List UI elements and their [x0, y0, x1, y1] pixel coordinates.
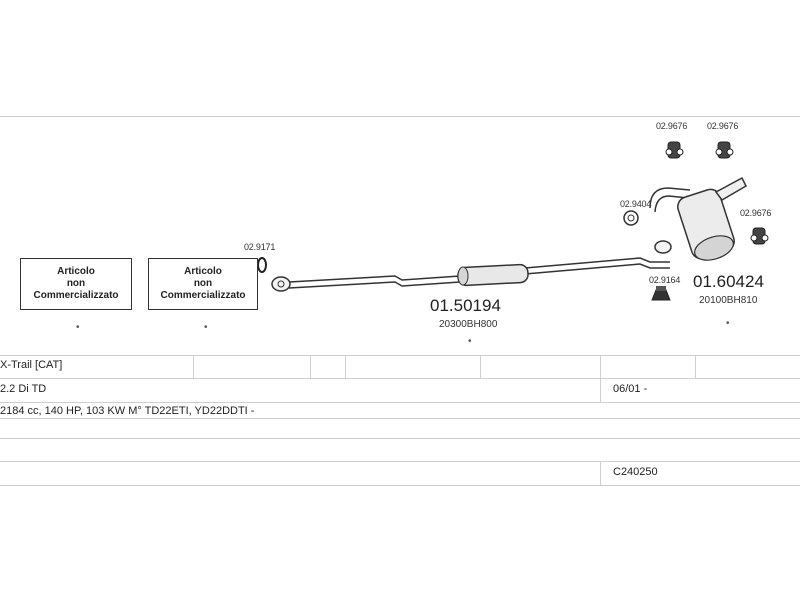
- rear-flange: [654, 240, 672, 254]
- table-divider: [695, 356, 696, 378]
- part-label-hanger: 02.9676: [740, 208, 772, 218]
- table-border: [0, 116, 800, 117]
- center-muffler: [457, 263, 529, 287]
- part-number-rear-muffler: 01.60424: [693, 272, 764, 291]
- box-text-line: non: [193, 278, 213, 289]
- box-text-line: non: [66, 278, 86, 289]
- table-divider: [345, 356, 346, 378]
- catalog-code: C240250: [613, 466, 658, 478]
- part-label-rear-clamp: 02.9404: [620, 199, 652, 209]
- hanger: [715, 141, 734, 159]
- rubber-mount: [651, 286, 671, 301]
- table-divider: [600, 356, 601, 402]
- oem-number-rear-muffler: 20100BH810: [699, 295, 758, 306]
- rear-muffler: [649, 176, 747, 261]
- vehicle-model: X-Trail [CAT]: [0, 359, 63, 371]
- table-border: [0, 355, 800, 356]
- not-commercialized-box: Articolo non Commercializzato: [20, 258, 132, 310]
- front-flange: [271, 276, 291, 292]
- table-border: [0, 485, 800, 486]
- rear-clamp: [623, 210, 639, 226]
- box-text-line: Articolo: [57, 266, 95, 277]
- table-border: [0, 402, 800, 403]
- table-border: [0, 461, 800, 462]
- clamp-ring: [257, 257, 267, 273]
- table-divider: [480, 356, 481, 378]
- box-text-line: Commercializzato: [33, 290, 119, 301]
- not-commercialized-box: Articolo non Commercializzato: [148, 258, 258, 310]
- hanger: [665, 141, 684, 159]
- part-label-rubber-mount: 02.9164: [649, 275, 681, 285]
- part-label-hanger: 02.9676: [707, 121, 739, 131]
- part-label-hanger: 02.9676: [656, 121, 688, 131]
- bullet-marker: •: [468, 336, 472, 347]
- table-divider: [310, 356, 311, 378]
- table-divider: [193, 356, 194, 378]
- part-number-center-pipe: 01.50194: [430, 296, 501, 315]
- table-border: [0, 418, 800, 419]
- hanger: [750, 227, 769, 245]
- engine-name: 2.2 Di TD: [0, 383, 47, 395]
- box-text-line: Articolo: [184, 266, 222, 277]
- engine-specs: 2184 cc, 140 HP, 103 KW M° TD22ETI, YD22…: [0, 405, 255, 417]
- table-divider: [600, 462, 601, 485]
- center-pipe: [288, 257, 670, 289]
- table-border: [0, 378, 800, 379]
- bullet-marker: •: [726, 318, 730, 329]
- table-border: [0, 438, 800, 439]
- production-date: 06/01 -: [613, 383, 648, 395]
- bullet-marker: •: [204, 322, 208, 333]
- part-label-clamp: 02.9171: [244, 242, 276, 252]
- box-text-line: Commercializzato: [160, 290, 246, 301]
- bullet-marker: •: [76, 322, 80, 333]
- oem-number-center-pipe: 20300BH800: [439, 319, 498, 330]
